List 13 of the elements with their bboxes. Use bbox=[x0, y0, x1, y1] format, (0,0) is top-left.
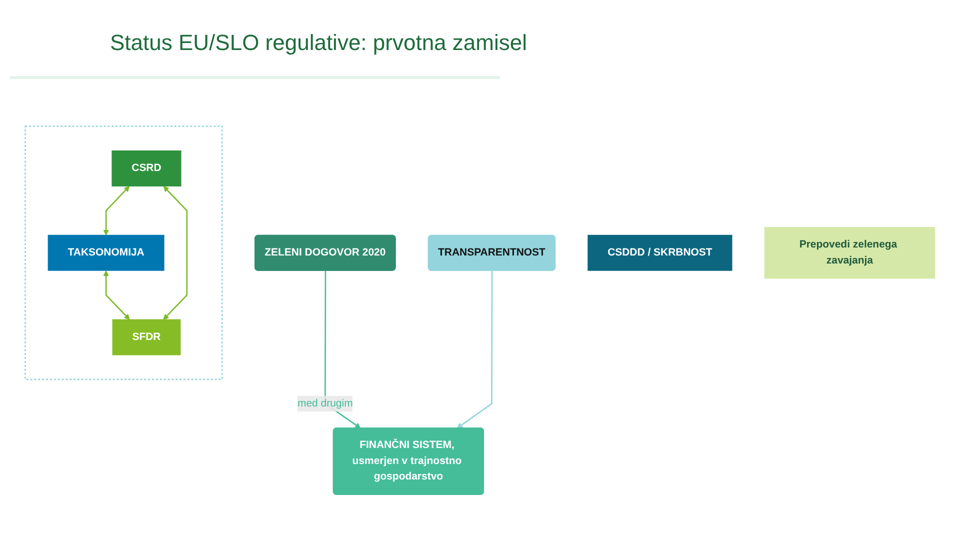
node-box: SFDR bbox=[112, 318, 181, 355]
cluster bbox=[24, 125, 223, 380]
node-box: Prepovedi zelenega zavajanja bbox=[764, 226, 936, 278]
arrow bbox=[324, 270, 361, 428]
edge-label: med drugim bbox=[298, 397, 353, 408]
node-box: CSDDD / SKRBNOST bbox=[588, 234, 732, 270]
node-box: CSRD bbox=[112, 150, 182, 186]
arrow bbox=[103, 186, 130, 235]
slide-title: Status EU/SLO regulative: prvotna zamisel bbox=[110, 30, 527, 56]
arrow bbox=[456, 270, 493, 428]
arrow bbox=[103, 270, 130, 320]
node-box: TAKSONOMIJA bbox=[48, 234, 164, 270]
arrow bbox=[163, 186, 188, 320]
